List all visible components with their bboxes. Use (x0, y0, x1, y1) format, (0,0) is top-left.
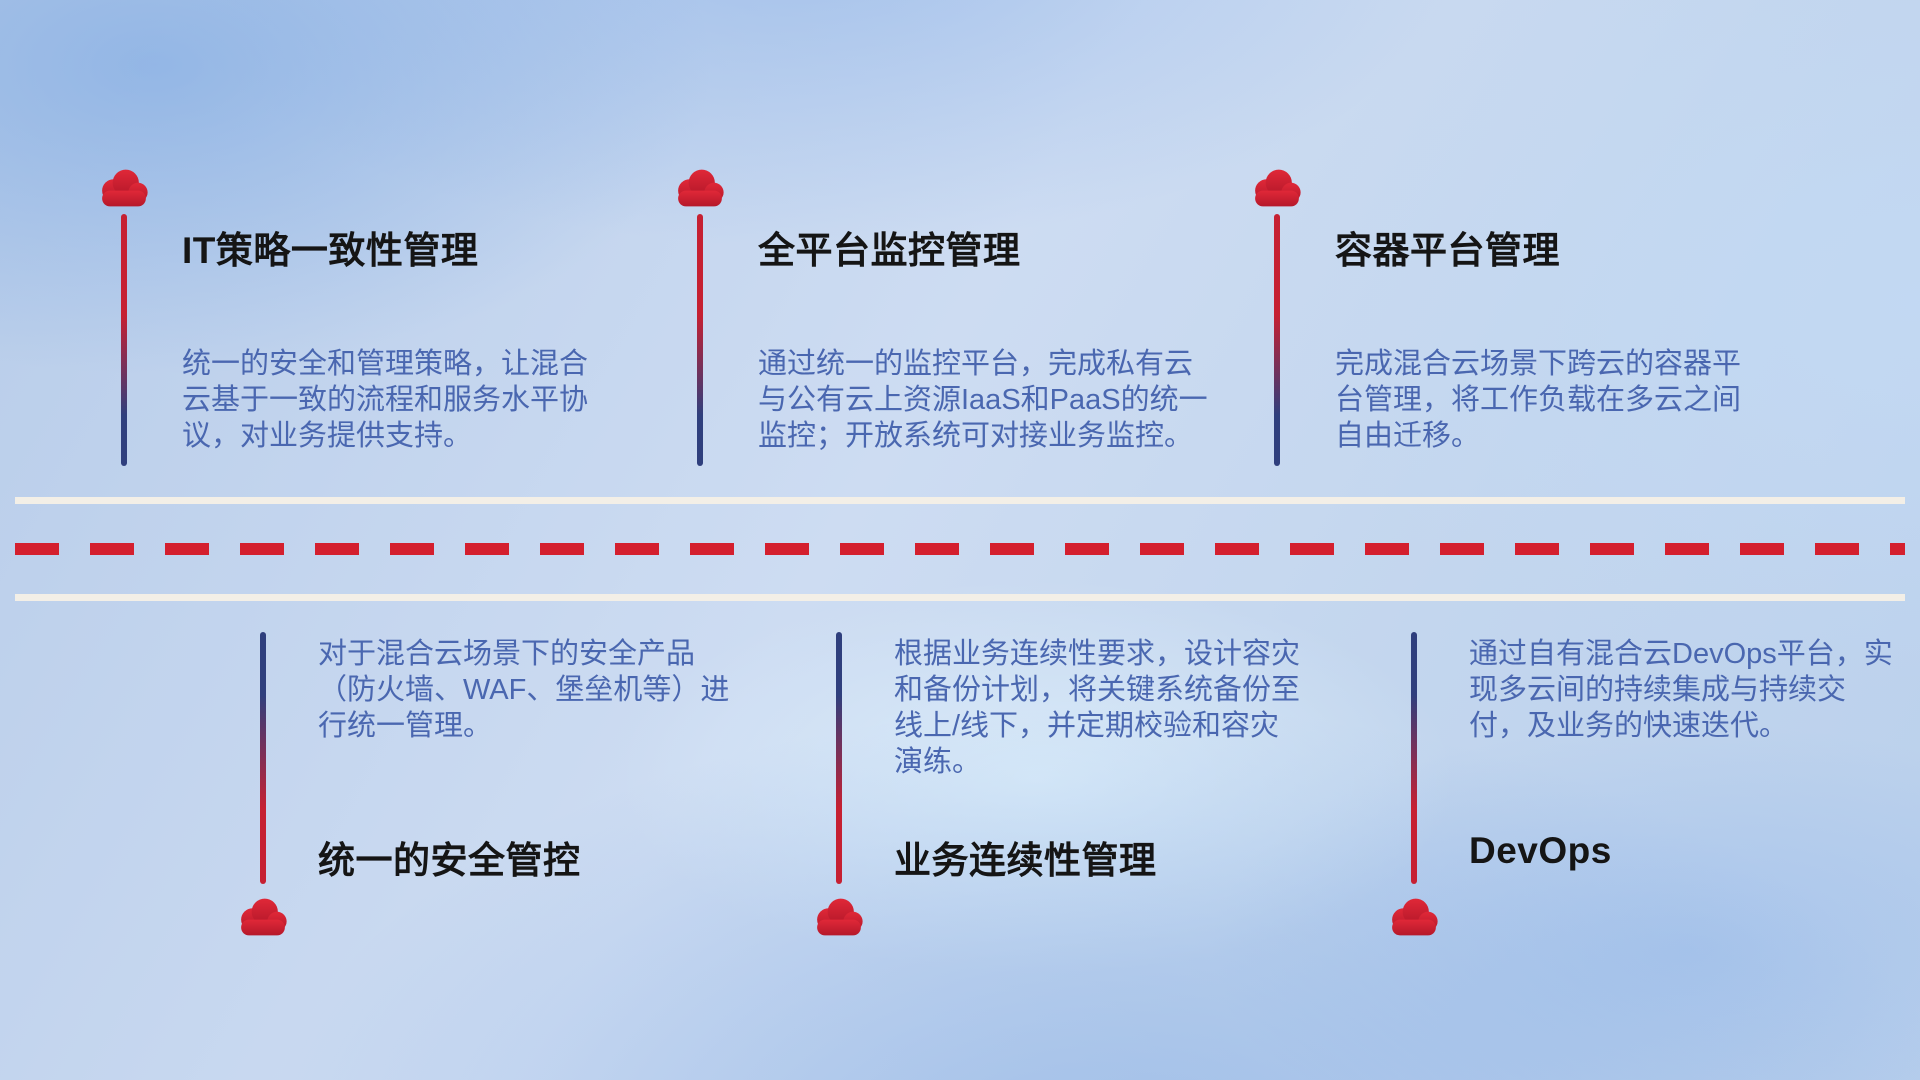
capability-title: IT策略一致性管理 (182, 230, 479, 271)
road-divider (15, 497, 1905, 601)
capability-description: 统一的安全和管理策略，让混合云基于一致的流程和服务水平协议，对业务提供支持。 (182, 348, 589, 452)
cloud-icon (672, 167, 728, 209)
cloud-icon (235, 896, 291, 938)
capability-title: DevOps (1469, 830, 1612, 871)
capability-title: 业务连续性管理 (894, 840, 1157, 881)
timeline-connector (836, 632, 842, 884)
road-edge-line-bottom (15, 594, 1905, 601)
capability-title: 统一的安全管控 (318, 840, 581, 881)
capability-description: 根据业务连续性要求，设计容灾和备份计划，将关键系统备份至线上/线下，并定期校验和… (894, 638, 1301, 778)
cloud-icon (96, 167, 152, 209)
road-center-dashed-line (15, 543, 1905, 555)
capability-title: 全平台监控管理 (758, 230, 1021, 271)
capability-description: 对于混合云场景下的安全产品（防火墙、WAF、堡垒机等）进行统一管理。 (318, 638, 730, 742)
capability-title: 容器平台管理 (1335, 230, 1560, 271)
road-edge-line-top (15, 497, 1905, 504)
timeline-connector (260, 632, 266, 884)
cloud-icon (1386, 896, 1442, 938)
timeline-connector (1411, 632, 1417, 884)
capability-description: 通过自有混合云DevOps平台，实现多云间的持续集成与持续交付，及业务的快速迭代… (1469, 638, 1893, 742)
capability-description: 完成混合云场景下跨云的容器平台管理，将工作负载在多云之间自由迁移。 (1335, 348, 1742, 452)
timeline-connector (697, 214, 703, 466)
timeline-connector (121, 214, 127, 466)
cloud-icon (811, 896, 867, 938)
capability-description: 通过统一的监控平台，完成私有云与公有云上资源IaaS和PaaS的统一监控；开放系… (758, 348, 1208, 452)
timeline-connector (1274, 214, 1280, 466)
cloud-icon (1249, 167, 1305, 209)
